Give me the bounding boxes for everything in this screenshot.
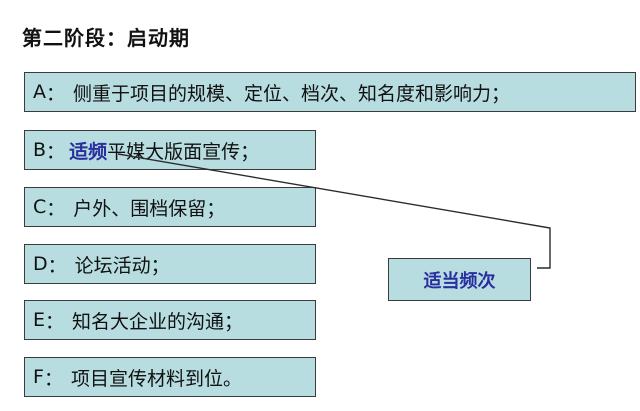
item-separator: ： bbox=[46, 82, 66, 105]
item-separator: ： bbox=[46, 140, 66, 163]
item-text: 知名大企业的沟通； bbox=[72, 310, 244, 333]
item-box-c: C： 户外、围档保留； bbox=[24, 187, 316, 227]
item-letter: C bbox=[33, 196, 47, 218]
item-box-d: D： 论坛活动； bbox=[24, 244, 316, 284]
item-box-b: B：适频平媒大版面宣传； bbox=[24, 130, 316, 170]
item-letter: B bbox=[33, 139, 47, 161]
item-letter: D bbox=[33, 253, 48, 275]
page-title: 第二阶段：启动期 bbox=[22, 26, 190, 50]
item-text: 论坛活动； bbox=[74, 254, 170, 277]
item-box-e: E： 知名大企业的沟通； bbox=[24, 300, 316, 340]
item-box-a: A： 侧重于项目的规模、定位、档次、知名度和影响力； bbox=[24, 72, 636, 112]
item-text: 项目宣传材料到位。 bbox=[70, 367, 242, 390]
item-separator: ： bbox=[46, 197, 66, 220]
item-separator: ： bbox=[47, 254, 67, 277]
callout-box: 适当频次 bbox=[388, 258, 531, 301]
item-highlight: 适频 bbox=[69, 140, 108, 163]
item-separator: ： bbox=[43, 367, 63, 390]
item-text: 侧重于项目的规模、定位、档次、知名度和影响力； bbox=[73, 82, 511, 105]
item-text: 平媒大版面宣传； bbox=[107, 140, 260, 163]
item-letter: E bbox=[33, 309, 46, 331]
item-letter: A bbox=[33, 81, 46, 103]
item-box-f: F： 项目宣传材料到位。 bbox=[24, 357, 316, 397]
item-separator: ： bbox=[45, 310, 65, 333]
item-letter: F bbox=[33, 366, 44, 388]
item-text: 户外、围档保留； bbox=[73, 197, 226, 220]
